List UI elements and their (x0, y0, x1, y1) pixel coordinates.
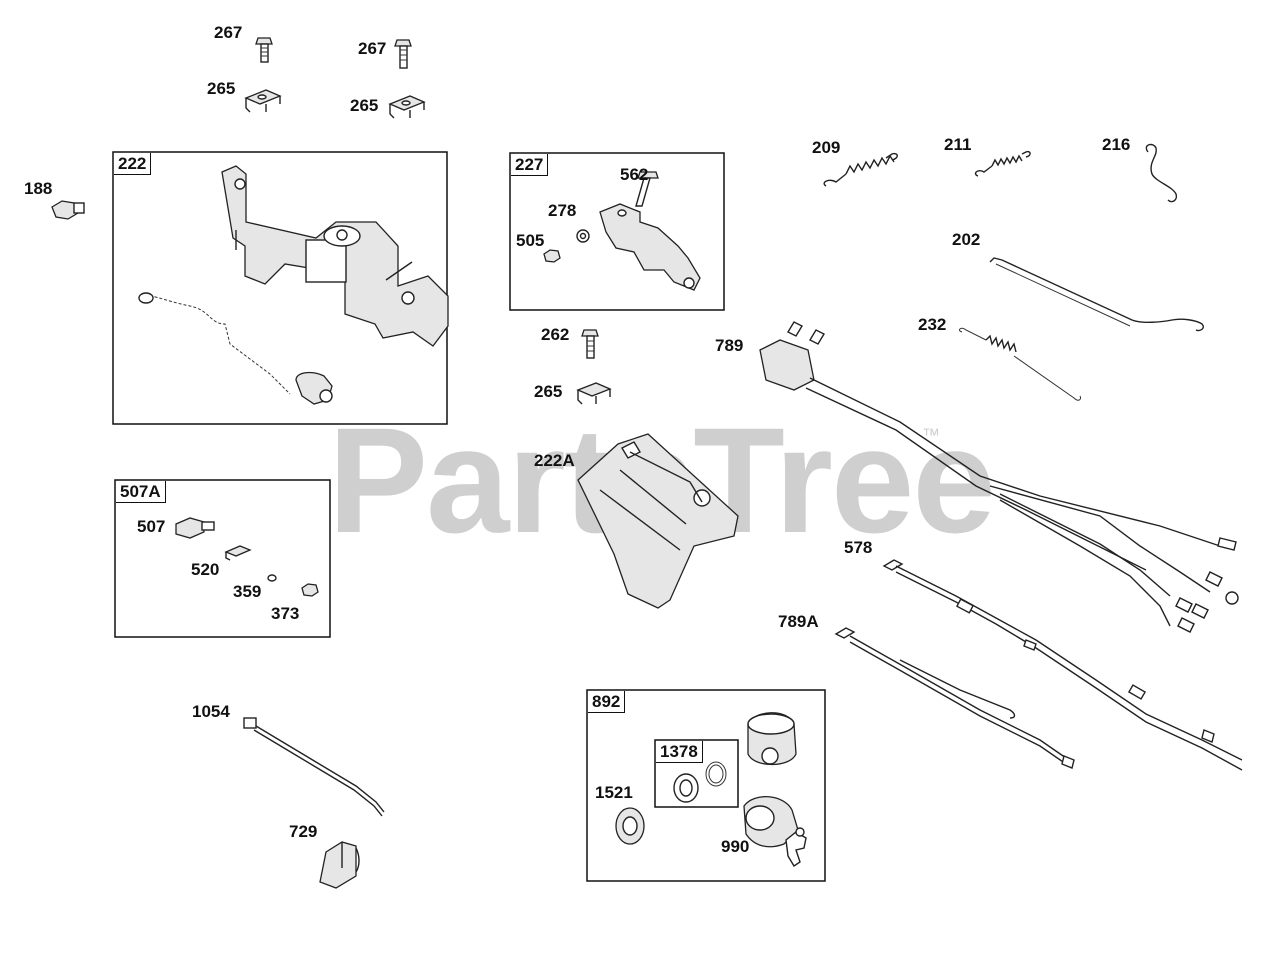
callout-211: 211 (944, 135, 972, 154)
control-bracket-222 (138, 165, 449, 405)
bracket-227 (543, 171, 701, 291)
nut-ring-1378 (673, 761, 727, 803)
box-1378-frame (654, 739, 739, 808)
clip-265-c (576, 382, 612, 405)
callout-789a: 789A (778, 612, 819, 631)
callout-505: 505 (516, 231, 545, 250)
callout-729: 729 (289, 822, 318, 841)
bolt-262 (581, 329, 599, 359)
rod-202 (989, 257, 1205, 332)
callout-373: 373 (271, 604, 300, 623)
callout-265: 265 (534, 382, 563, 401)
callout-990: 990 (721, 837, 750, 856)
callout-267: 267 (214, 23, 243, 42)
callout-520: 520 (191, 560, 220, 579)
ignition-switch (747, 712, 797, 766)
bolt-267-a (255, 37, 273, 63)
callout-789: 789 (715, 336, 744, 355)
bezel-1521 (615, 807, 645, 845)
wire-harness-789a (834, 627, 1075, 769)
key-switch-990 (743, 795, 807, 867)
bracket-520 (224, 545, 252, 561)
nut-373 (301, 583, 319, 597)
callout-232: 232 (918, 315, 947, 334)
box-tag-1378: 1378 (656, 741, 703, 763)
callout-265: 265 (350, 96, 379, 115)
clip-265-b (388, 95, 426, 119)
callout-209: 209 (812, 138, 841, 157)
callout-265: 265 (207, 79, 236, 98)
box-222-frame (112, 151, 448, 425)
flange-nut-188 (51, 200, 85, 220)
callout-278: 278 (548, 201, 577, 220)
callout-359: 359 (233, 582, 262, 601)
switch-507 (175, 517, 215, 539)
callout-1054: 1054 (192, 702, 230, 721)
callout-578: 578 (844, 538, 873, 557)
box-tag-227: 227 (511, 154, 549, 176)
wire-harness-789 (759, 321, 1239, 633)
callout-507: 507 (137, 517, 166, 536)
callout-262: 262 (541, 325, 570, 344)
cable-tie-1054 (243, 717, 385, 817)
throttle-plate-222a (577, 433, 739, 609)
box-tag-222: 222 (114, 153, 152, 175)
box-892-frame (586, 689, 826, 882)
bolt-267-b (394, 39, 412, 69)
callout-1521: 1521 (595, 783, 633, 802)
callout-216: 216 (1102, 135, 1131, 154)
callout-222a: 222A (534, 451, 575, 470)
box-507a-frame (114, 479, 331, 638)
clip-265-a (244, 89, 282, 113)
callout-188: 188 (24, 179, 53, 198)
washer-359 (267, 574, 277, 582)
wire-harness-578 (882, 559, 1243, 771)
spring-209 (823, 152, 898, 187)
box-tag-507a: 507A (116, 481, 166, 503)
cover-729 (319, 841, 360, 889)
spring-211 (974, 150, 1031, 177)
box-227-frame (509, 152, 725, 311)
spring-232 (959, 327, 1081, 401)
callout-562: 562 (620, 165, 649, 184)
callout-202: 202 (952, 230, 981, 249)
wire-216 (1145, 143, 1178, 203)
callout-267: 267 (358, 39, 387, 58)
box-tag-892: 892 (588, 691, 626, 713)
